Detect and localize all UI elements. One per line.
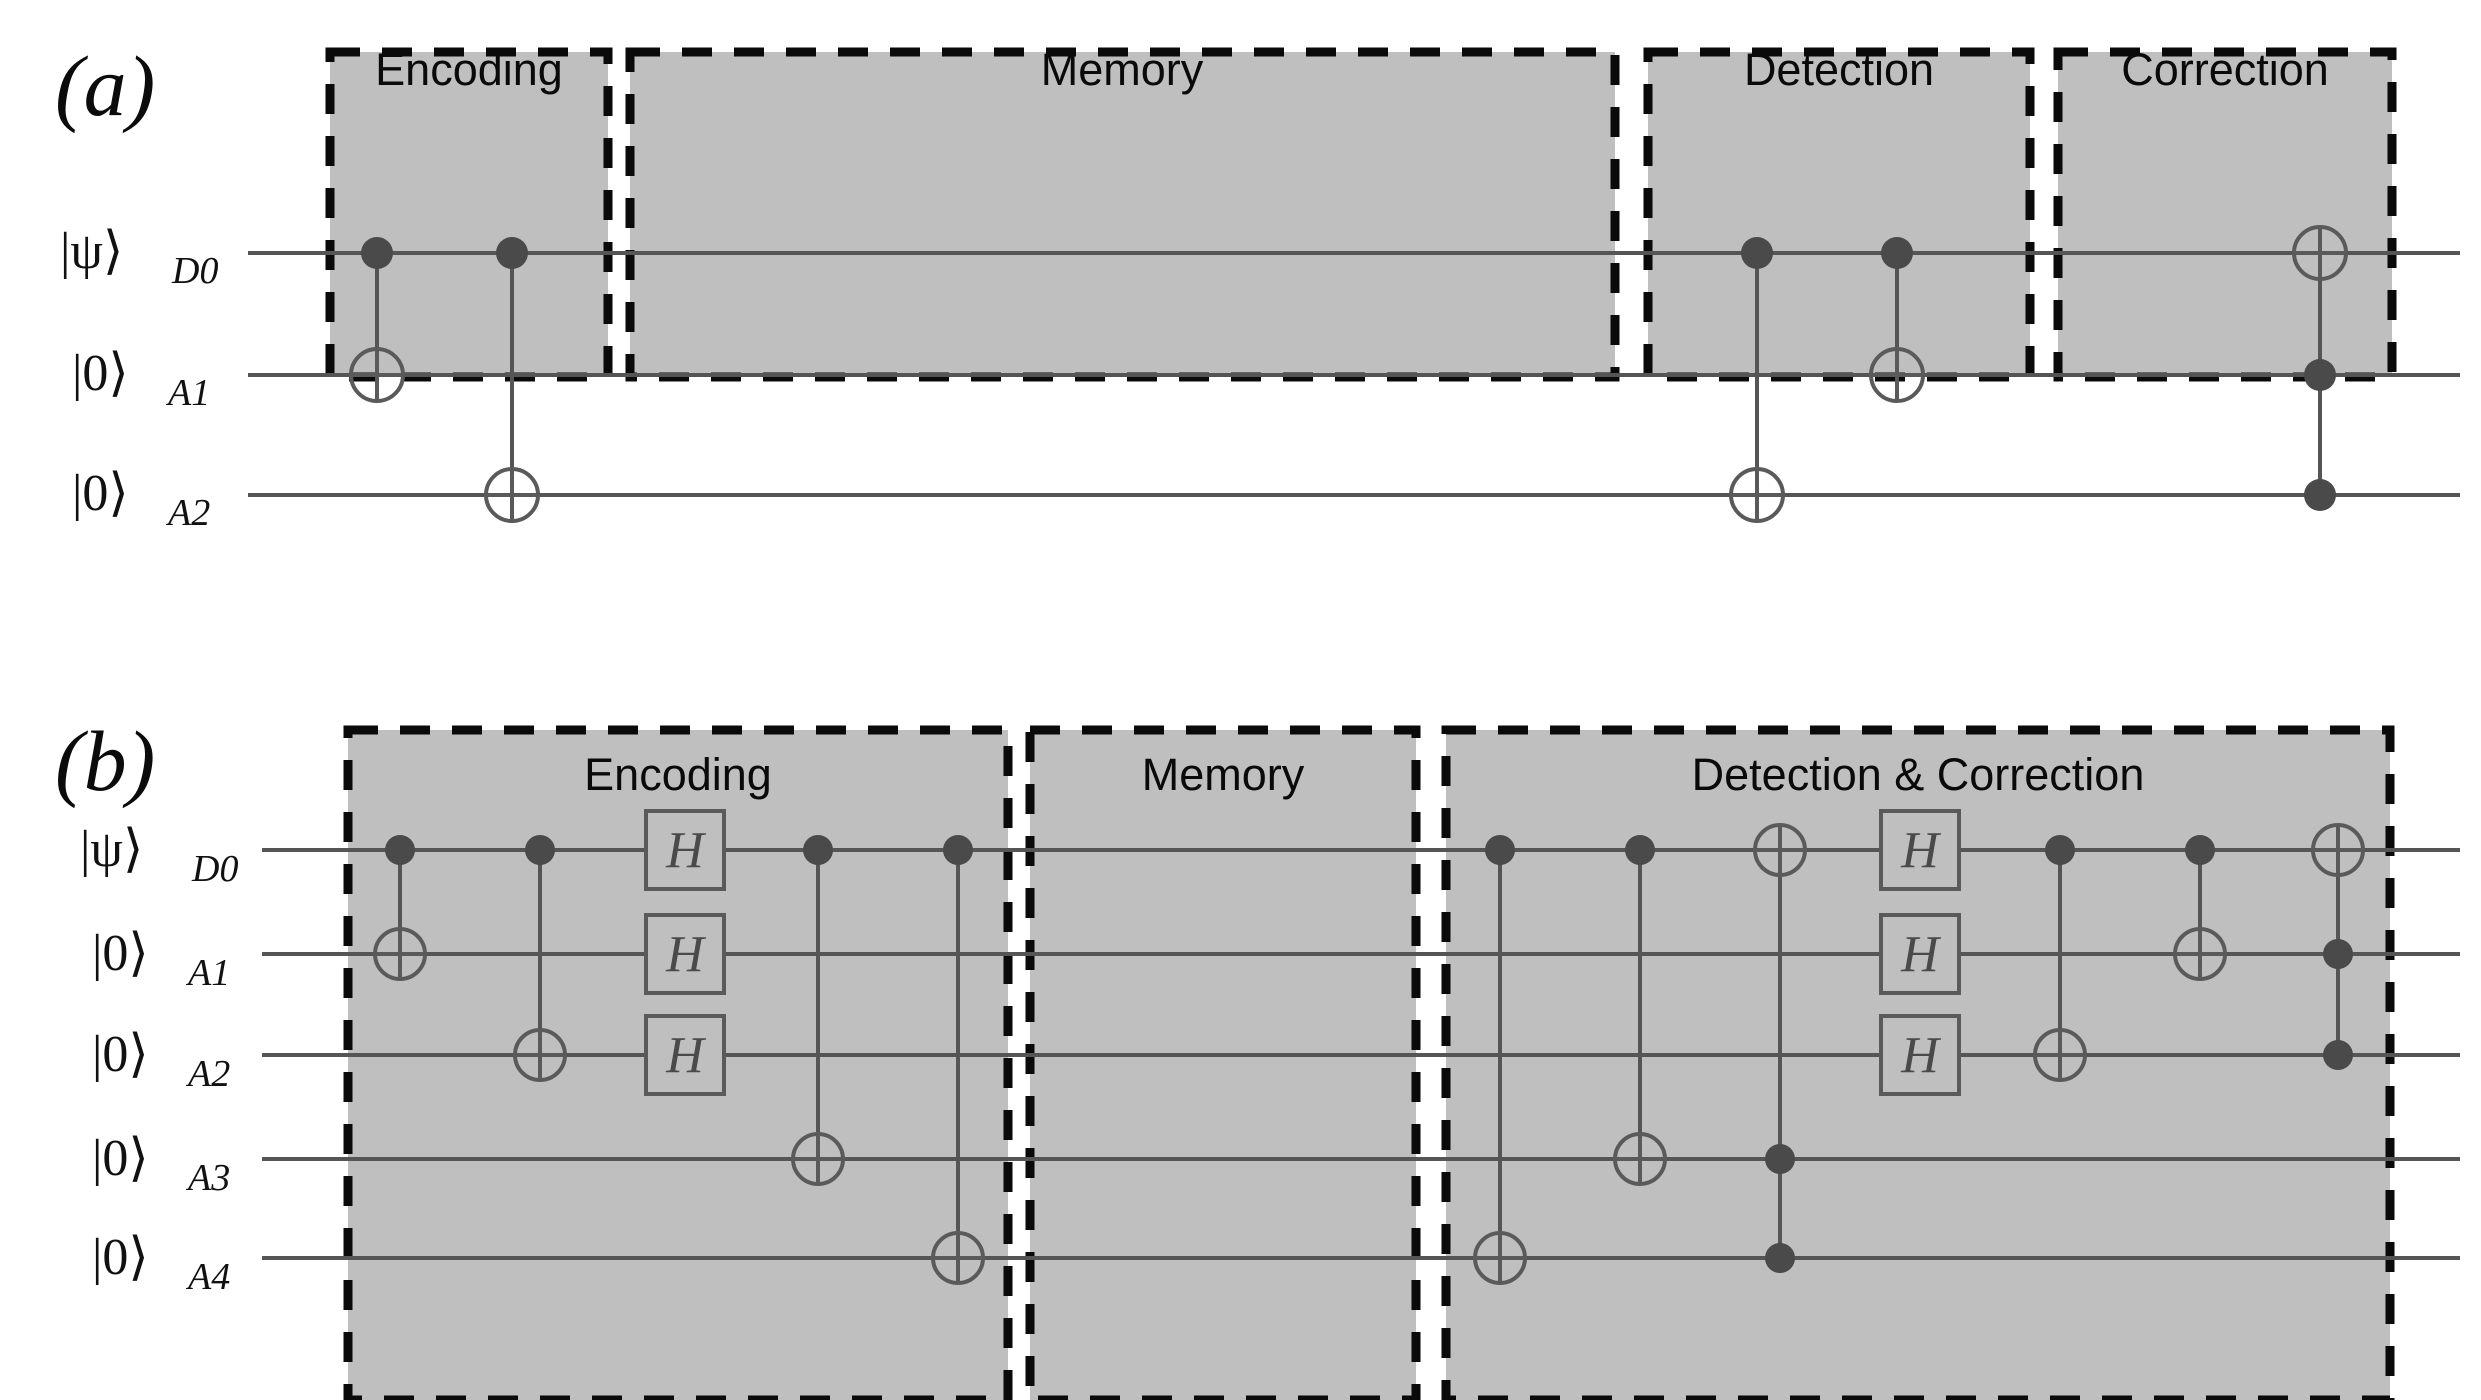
panel-a-qubit-ket-d0: |ψ⟩ — [60, 223, 123, 280]
panel-b-enc-cnot-d0-a1 — [373, 835, 427, 981]
panel-b-qubit-sub-a3: A3 — [185, 1157, 230, 1199]
panel-b-qubit-ket-a2: |0⟩ — [92, 1026, 149, 1083]
panel-a-qubit-ket-a2: |0⟩ — [72, 465, 129, 522]
panel-b-dc-cnot-d0-a1 — [2173, 835, 2227, 981]
panel-b-dc-hadamard-d0: H — [1879, 809, 1961, 891]
panel-a-detection-cnot-d0-a2 — [1729, 237, 1785, 523]
panel-b-dc-hadamard-a1: H — [1879, 913, 1961, 995]
panel-b-dc-cnot-d0-a2 — [2033, 835, 2087, 1082]
panel-a-qubit-sub-d0: D0 — [171, 250, 218, 292]
block-b-encoding-title: Encoding — [584, 749, 772, 800]
panel-b-qubit-ket-a1: |0⟩ — [92, 925, 149, 982]
block-a-memory-title: Memory — [1041, 44, 1204, 95]
panel-b-qubit-label-a2: |0⟩ A2 — [92, 1026, 230, 1095]
panel-b-enc-hadamard-a2-label: H — [665, 1028, 706, 1085]
panel-b-qubit-ket-a4: |0⟩ — [92, 1229, 149, 1286]
block-a-correction — [2053, 47, 2397, 382]
panel-b-enc-hadamard-d0-label: H — [665, 823, 706, 880]
block-a-detection — [1643, 47, 2035, 382]
panel-b-qubit-ket-d0: |ψ⟩ — [80, 821, 143, 878]
panel-b-qubit-label-a4: |0⟩ A4 — [92, 1229, 230, 1298]
panel-b-qubit-sub-a1: A1 — [185, 952, 230, 994]
panel-a-qubit-sub-a2: A2 — [165, 492, 210, 534]
block-b-memory — [1025, 725, 1421, 1400]
panel-b-qubit-label-a1: |0⟩ A1 — [92, 925, 230, 994]
panel-b-dc-hadamard-d0-label: H — [1900, 823, 1941, 880]
block-a-encoding — [325, 47, 613, 382]
panel-b-qubit-ket-a3: |0⟩ — [92, 1130, 149, 1187]
panel-b-qubit-sub-a4: A4 — [185, 1256, 230, 1298]
panel-a-qubit-ket-a1: |0⟩ — [72, 345, 129, 402]
panel-a-qubit-label-a1: |0⟩ A1 — [72, 345, 210, 414]
panel-a-qubit-label-d0: |ψ⟩ D0 — [60, 223, 218, 292]
panel-a-qubit-sub-a1: A1 — [165, 372, 210, 414]
block-a-correction-title: Correction — [2121, 44, 2329, 95]
block-b-memory-title: Memory — [1142, 749, 1305, 800]
panel-b-dc-toffoli-a3a4-d0 — [1753, 823, 1807, 1273]
panel-b-qubit-sub-a2: A2 — [185, 1053, 230, 1095]
block-a-encoding-title: Encoding — [375, 44, 563, 95]
panel-b-qubit-sub-d0: D0 — [191, 848, 238, 890]
panel-a-detection-cnot-d0-a1 — [1869, 237, 1925, 403]
panel-a-letter: (a) — [55, 38, 155, 134]
panel-b-dc-hadamard-a2-label: H — [1900, 1028, 1941, 1085]
panel-b-enc-hadamard-a1-label: H — [665, 927, 706, 984]
panel-b-enc-hadamard-a2: H — [644, 1014, 726, 1096]
panel-b-letter: (b) — [55, 713, 155, 809]
panel-a-qubit-label-a2: |0⟩ A2 — [72, 465, 210, 534]
panel-b-enc-cnot-d0-a4 — [931, 835, 985, 1285]
panel-a-cnot-d0-a1 — [349, 237, 405, 403]
panel-b-dc-hadamard-a2: H — [1879, 1014, 1961, 1096]
panel-b-dc-cnot-d0-a4 — [1473, 835, 1527, 1285]
panel-a-toffoli-a1a2-d0 — [2292, 225, 2348, 511]
panel-b-enc-cnot-d0-a2 — [513, 835, 567, 1082]
panel-b: (b) Encoding Memory Detection & Correcti… — [55, 713, 2460, 1400]
panel-b-enc-cnot-d0-a3 — [791, 835, 845, 1186]
panel-b-enc-hadamard-d0: H — [644, 809, 726, 891]
panel-b-dc-toffoli-a1a2-d0 — [2311, 823, 2365, 1070]
block-a-memory — [625, 47, 1620, 382]
panel-b-dc-cnot-d0-a3 — [1613, 835, 1667, 1186]
panel-b-qubit-label-d0: |ψ⟩ D0 — [80, 821, 238, 890]
block-a-detection-title: Detection — [1744, 44, 1934, 95]
panel-b-qubit-label-a3: |0⟩ A3 — [92, 1130, 230, 1199]
panel-b-dc-hadamard-a1-label: H — [1900, 927, 1941, 984]
panel-a-cnot-d0-a2 — [484, 237, 540, 523]
panel-a: (a) Encoding Memory Detection Correction… — [55, 38, 2460, 534]
panel-b-enc-hadamard-a1: H — [644, 913, 726, 995]
block-b-detcorr-title: Detection & Correction — [1692, 749, 2145, 800]
